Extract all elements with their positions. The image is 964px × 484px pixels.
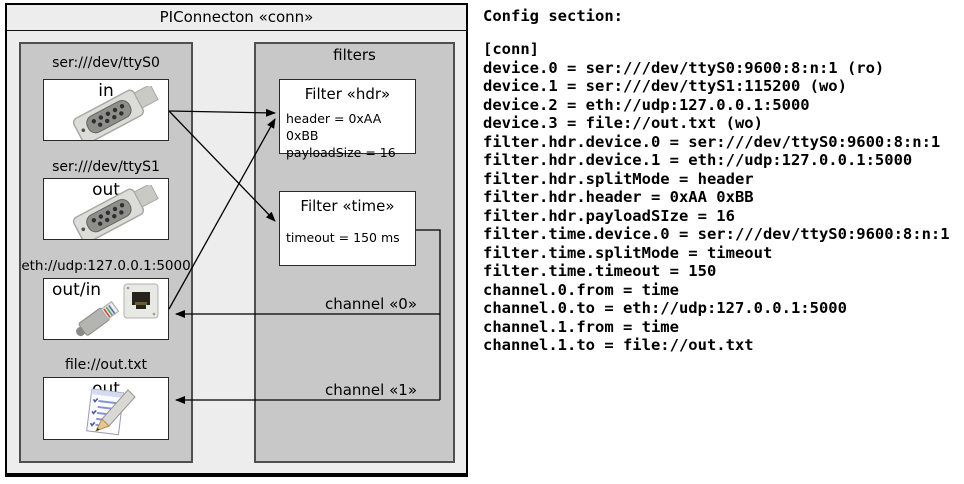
device-label-ttyS1: ser:///dev/ttyS1 xyxy=(52,159,160,175)
device-label-file: file://out.txt xyxy=(64,357,148,373)
filter-title: Filter «hdr» xyxy=(304,85,391,103)
config-line: channel.0.from = time xyxy=(483,280,679,299)
config-line: channel.0.to = eth://udp:127.0.0.1:5000 xyxy=(483,299,847,317)
ethernet-plug-icon xyxy=(75,300,120,337)
config-line: filter.time.timeout = 150 xyxy=(483,262,717,280)
filter-params: header = 0xAA 0xBB payloadSize = 16 xyxy=(280,110,415,161)
filter-params: timeout = 150 ms xyxy=(280,229,415,246)
title-separator xyxy=(7,30,466,31)
filter-title: Filter «time» xyxy=(300,197,395,215)
config-line: filter.hdr.payloadSIze = 16 xyxy=(483,206,735,225)
config-line: filter.hdr.device.1 = eth://udp:127.0.0.… xyxy=(483,151,913,169)
device-label-eth: eth://udp:127.0.0.1:5000 xyxy=(21,258,191,274)
filter-param: payloadSize = 16 xyxy=(286,145,396,160)
config-line: channel.1.from = time xyxy=(483,317,679,336)
device-direction: out/in xyxy=(52,280,102,300)
channel-0-label: channel «0» xyxy=(324,295,417,313)
config-line: device.0 = ser:///dev/ttyS0:9600:8:n:1 (… xyxy=(483,58,885,77)
ethernet-jack-icon xyxy=(123,283,159,319)
config-line: filter.hdr.splitMode = header xyxy=(483,169,754,188)
filter-box-time: Filter «time» timeout = 150 ms xyxy=(279,191,416,266)
device-box-ttyS1: out xyxy=(43,178,169,240)
config-line: filter.hdr.header = 0xAA 0xBB xyxy=(483,188,754,206)
device-box-eth: out/in xyxy=(43,278,169,340)
channel-1-label: channel «1» xyxy=(324,381,417,399)
config-line: device.2 = eth://udp:127.0.0.1:5000 xyxy=(483,95,810,114)
device-label-ttyS0: ser:///dev/ttyS0 xyxy=(52,55,160,71)
config-title: Config section: xyxy=(483,7,623,25)
device-box-file: out xyxy=(43,377,169,440)
config-line: device.3 = file://out.txt (wo) xyxy=(483,114,763,132)
config-line: filter.time.device.0 = ser:///dev/ttyS0:… xyxy=(483,225,950,243)
notepad-icon xyxy=(86,388,136,436)
device-direction: in xyxy=(98,81,114,101)
device-box-ttyS0: in xyxy=(43,79,169,141)
serial-connector-icon xyxy=(72,185,159,239)
filter-param: header = 0xAA 0xBB xyxy=(286,111,382,143)
config-line: filter.time.splitMode = timeout xyxy=(483,243,773,262)
filter-box-hdr: Filter «hdr» header = 0xAA 0xBB payloadS… xyxy=(279,79,416,160)
diagram-title: PIConnecton «conn» xyxy=(159,8,314,26)
serial-connector-icon xyxy=(72,86,159,140)
config-line: [conn] xyxy=(483,40,539,58)
filters-panel-title: filters xyxy=(333,46,376,64)
config-line: channel.1.to = file://out.txt xyxy=(483,336,754,354)
config-line: device.1 = ser:///dev/ttyS1:115200 (wo) xyxy=(483,77,847,95)
config-line: filter.hdr.device.0 = ser:///dev/ttyS0:9… xyxy=(483,132,941,151)
filter-param: timeout = 150 ms xyxy=(286,230,400,245)
device-direction: out xyxy=(92,180,120,200)
config-lines: [conn] device.0 = ser:///dev/ttyS0:9600:… xyxy=(483,40,950,355)
